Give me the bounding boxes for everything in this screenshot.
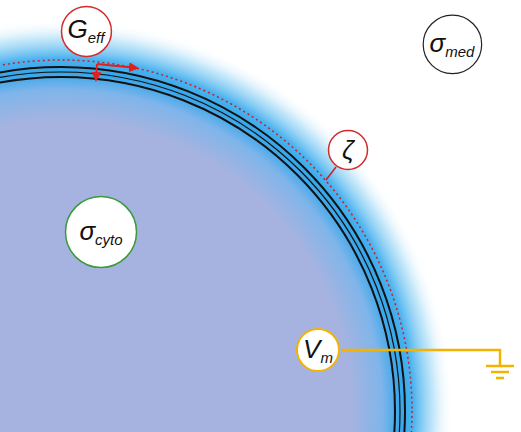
label-circle: σcyto bbox=[64, 195, 138, 269]
ground-symbol bbox=[496, 377, 504, 380]
tangent-arrow bbox=[97, 64, 137, 68]
circle-outline bbox=[329, 131, 368, 170]
membrane-inner bbox=[0, 77, 395, 432]
label-circle: ζ bbox=[327, 129, 369, 171]
zeta-leader bbox=[326, 167, 336, 180]
symbol: V bbox=[303, 334, 320, 364]
symbol: ζ bbox=[342, 135, 354, 165]
symbol-group: Vm bbox=[303, 336, 333, 365]
ground-symbol bbox=[491, 371, 509, 374]
shear-plane bbox=[0, 60, 412, 432]
subscript: eff bbox=[88, 29, 105, 46]
circle-outline bbox=[297, 329, 339, 371]
subscript: med bbox=[445, 43, 474, 60]
symbol-group: Geff bbox=[68, 16, 105, 45]
normal-arrow bbox=[96, 64, 97, 80]
membrane-middle bbox=[0, 72, 400, 432]
cell-glow bbox=[0, 19, 453, 432]
label-circle: Vm bbox=[295, 327, 341, 373]
symbol: σ bbox=[79, 216, 95, 246]
label-circle: σmed bbox=[422, 14, 483, 75]
symbol: σ bbox=[430, 28, 446, 58]
ground-symbol bbox=[486, 365, 514, 368]
circle-outline bbox=[61, 6, 111, 56]
symbol: G bbox=[68, 14, 88, 44]
symbol-group: σmed bbox=[430, 30, 475, 59]
symbol-group: ζ bbox=[342, 137, 354, 163]
circle-outline bbox=[423, 15, 481, 73]
subscript: m bbox=[320, 349, 333, 366]
label-circle: Geff bbox=[60, 5, 113, 58]
circle-outline bbox=[66, 197, 137, 268]
symbol-group: σcyto bbox=[79, 218, 122, 247]
subscript: cyto bbox=[95, 231, 123, 248]
membrane-outer bbox=[0, 67, 405, 432]
vm-wire bbox=[341, 350, 500, 366]
